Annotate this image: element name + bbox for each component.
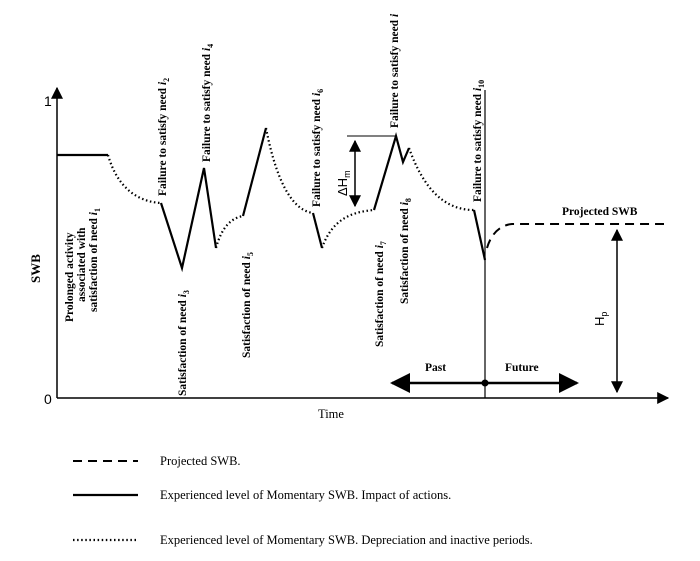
legend-projected-text: Projected SWB. bbox=[160, 454, 241, 468]
decay-5 bbox=[407, 147, 475, 212]
y-tick-0: 0 bbox=[44, 391, 52, 407]
segment-i10 bbox=[472, 209, 487, 261]
satisfaction-i5-label: Satisfaction of need i5 bbox=[241, 252, 255, 358]
decay-3 bbox=[264, 127, 314, 215]
future-label: Future bbox=[505, 362, 539, 374]
y-axis-label: SWB bbox=[28, 254, 43, 283]
experienced-depreciation-lines bbox=[106, 127, 475, 249]
projected-swb-label: Projected SWB bbox=[562, 206, 638, 218]
x-axis-label: Time bbox=[318, 407, 344, 421]
failure-i2-label: Failure to satisfy need i2 bbox=[157, 78, 171, 196]
legend-actions-text: Experienced level of Momentary SWB. Impa… bbox=[160, 488, 451, 502]
decay-4 bbox=[320, 208, 375, 249]
present-point bbox=[481, 379, 489, 387]
failure-i-label: Failure to satisfy need i bbox=[389, 13, 401, 128]
experienced-actions-lines bbox=[57, 127, 487, 273]
prolonged-activity-note: Prolonged activity associated with satis… bbox=[64, 208, 102, 322]
hp-label: Hp bbox=[592, 312, 609, 326]
decay-2 bbox=[214, 214, 244, 249]
satisfaction-i7-label: Satisfaction of need i7 bbox=[374, 241, 388, 347]
delta-hm-label: ΔHm bbox=[335, 170, 352, 196]
legend-depreciation-text: Experienced level of Momentary SWB. Depr… bbox=[160, 533, 533, 547]
failure-i6-label: Failure to satisfy need i6 bbox=[311, 89, 325, 207]
segment-i2-i3-i4 bbox=[159, 167, 218, 273]
segment-i5 bbox=[241, 127, 268, 217]
svg-text:satisfaction of need i1: satisfaction of need i1 bbox=[88, 208, 102, 312]
satisfaction-i3-label: Satisfaction of need i3 bbox=[177, 290, 191, 396]
past-label: Past bbox=[425, 362, 446, 374]
projected-swb-line bbox=[486, 223, 664, 249]
failure-i4-label: Failure to satisfy need i4 bbox=[201, 44, 215, 162]
segment-i7-i bbox=[372, 131, 411, 211]
segment-i6 bbox=[311, 212, 324, 249]
legend: Projected SWB. Experienced level of Mome… bbox=[73, 454, 533, 547]
y-tick-1: 1 bbox=[44, 93, 52, 109]
decay-1 bbox=[106, 154, 162, 205]
failure-i10-label: Failure to satisfy need i10 bbox=[472, 80, 486, 202]
svg-text:associated with: associated with bbox=[76, 227, 88, 302]
satisfaction-i8-label: Satisfaction of need i8 bbox=[399, 198, 413, 304]
svg-text:Prolonged activity: Prolonged activity bbox=[64, 232, 76, 322]
